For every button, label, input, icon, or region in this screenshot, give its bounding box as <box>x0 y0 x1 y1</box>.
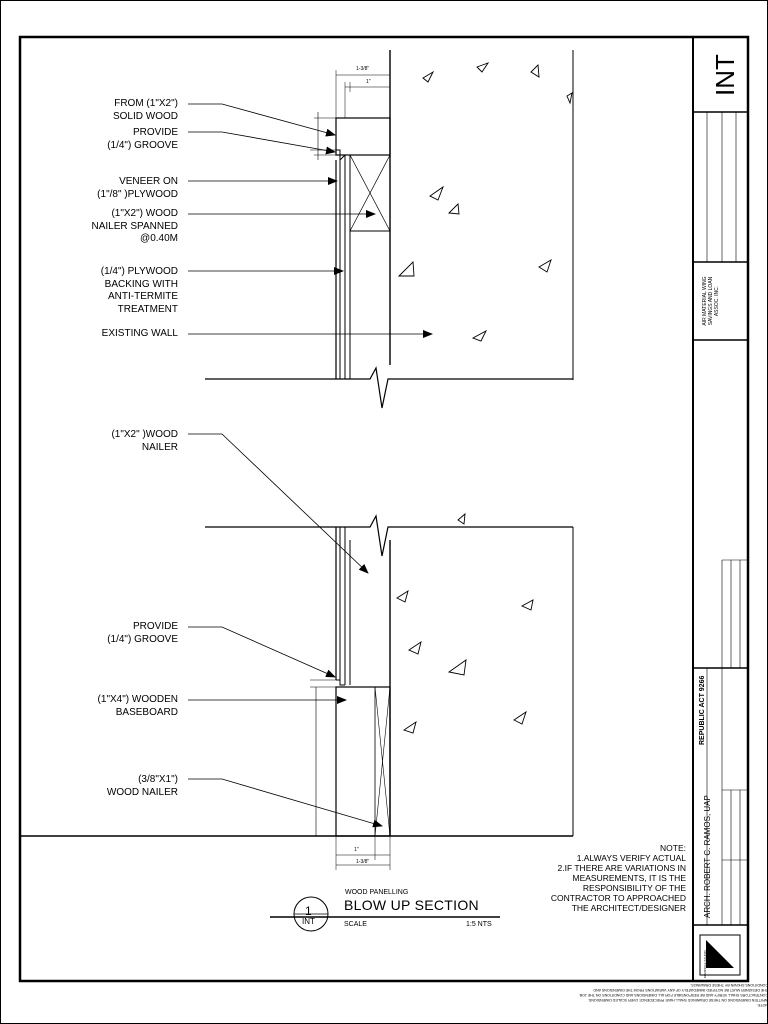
label-groove-bottom: PROVIDE (1/4") GROOVE <box>107 621 178 645</box>
concrete-hatch <box>396 62 573 734</box>
bottom-section-detail <box>20 514 574 870</box>
top-section-detail <box>205 50 574 409</box>
footer-note-mirrored: NOTE: WRITTEN DIMENSIONS ON THESE DRAWIN… <box>578 983 768 1007</box>
scale-label: SCALE <box>344 921 367 928</box>
studio-name: MARINOLE STUDIO <box>703 950 707 978</box>
detail-title: BLOW UP SECTION <box>344 897 479 913</box>
detail-sheet: INT <box>302 917 315 926</box>
detail-number: 1 <box>305 904 312 918</box>
label-baseboard: (1"x4") WOODEN BASEBOARD <box>97 694 178 718</box>
republic-act: REPUBLIC ACT 9266 <box>699 675 706 745</box>
detail-subtitle: WOOD PANELLING <box>345 889 409 896</box>
sheet-code: INT <box>710 54 740 96</box>
drawing-frame <box>18 35 750 983</box>
dim-top-inner: 1" <box>366 79 371 85</box>
scale-value: 1:5 NTS <box>466 921 492 928</box>
note-heading: NOTE: <box>660 843 686 853</box>
label-nailer-spanned: (1"X2") WOOD NAILER SPANNED @0.40m <box>91 208 178 244</box>
label-wood-nailer: (1"X2" )WOOD NAILER <box>111 429 178 453</box>
dim-bottom-inner: 1" <box>354 847 359 853</box>
client-name: AIR MATERIAL WING SAVINGS AND LOAN ASSOC… <box>702 276 720 326</box>
studio-logo <box>699 934 741 976</box>
label-plywood-backing: (1/4") PLYWOOD BACKING WITH ANTI-TERMITE… <box>100 266 178 315</box>
note-body: 1.ALWAYS VERIFY ACTUAL 2.IF THERE ARE VA… <box>550 853 686 913</box>
label-solid-wood: FROM (1"x2") SOLID WOOD <box>112 98 178 122</box>
architect-name: ARCH. ROBERT C. RAMOS, UAP <box>703 795 712 918</box>
dim-top-overall: 1-3/8" <box>356 66 370 72</box>
label-groove-top: PROVIDE (1/4") GROOVE <box>107 127 178 151</box>
label-existing-wall: EXISTING WALL <box>101 328 178 339</box>
leader-lines <box>188 103 433 828</box>
label-veneer: VENEER ON (1"/8" )PLYWOOD <box>97 176 178 200</box>
label-wood-nailer-small: (3/8"X1") WOOD NAILER <box>106 774 178 798</box>
title-block-lines <box>692 37 748 981</box>
dim-bottom-overall: 1-3/8" <box>356 859 370 865</box>
detail-symbol <box>270 896 500 932</box>
